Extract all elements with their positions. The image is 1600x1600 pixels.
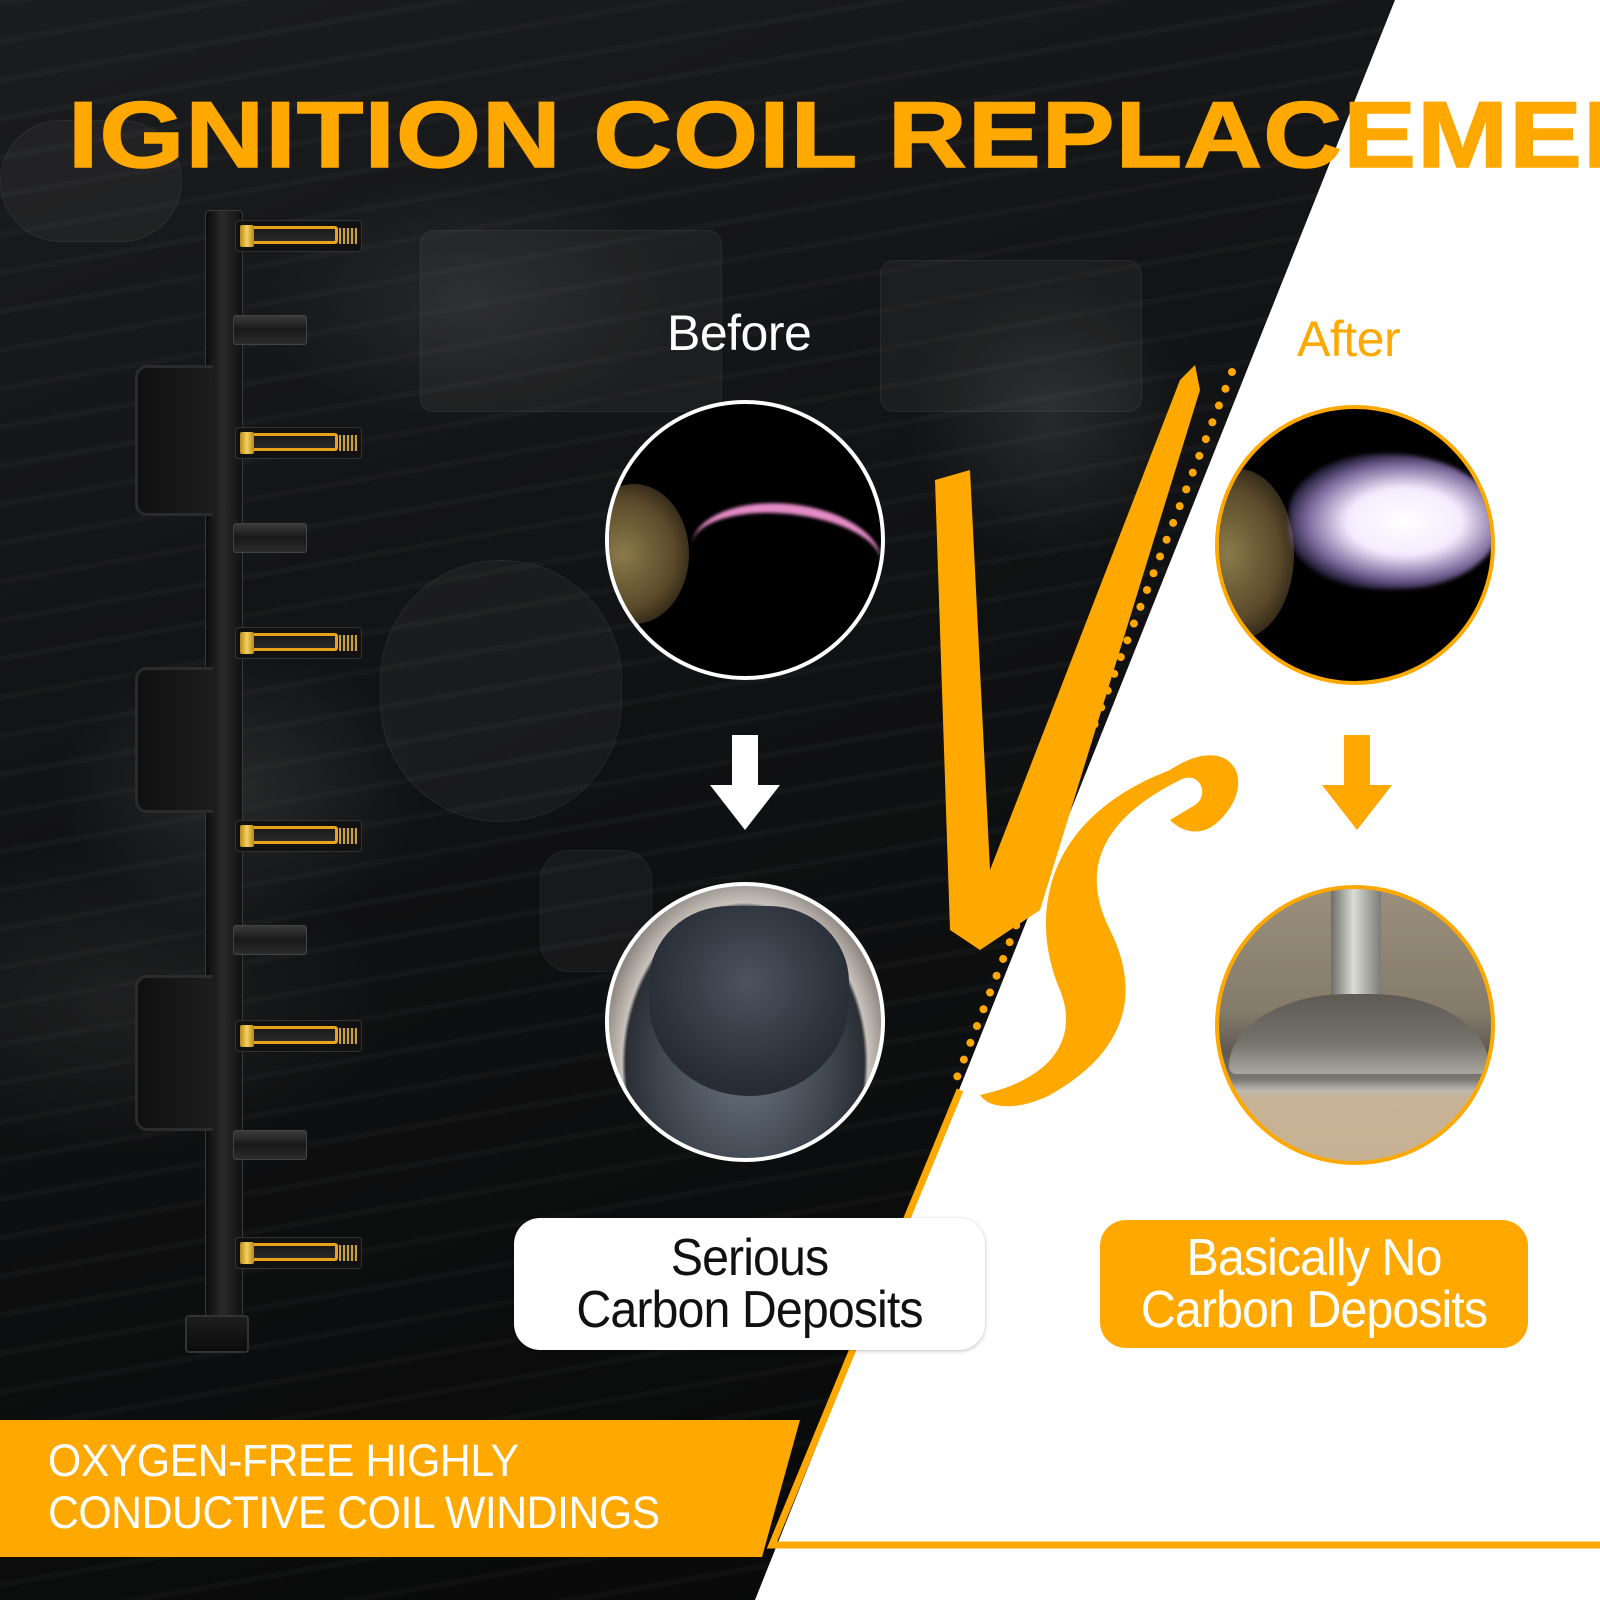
coil-boot-plain — [233, 523, 307, 553]
intake-manifold-shape — [380, 560, 622, 822]
strong-spark-photo — [1215, 405, 1495, 685]
coil-boot-gold — [235, 1020, 362, 1052]
engine-cover-shape — [420, 230, 722, 412]
valve-head — [1229, 994, 1489, 1074]
vs-letter-s — [980, 755, 1239, 1107]
vs-brush-mark — [935, 365, 1239, 1107]
carbon-deposit-pile — [649, 906, 849, 1096]
before-caption-badge: Serious Carbon Deposits — [514, 1218, 985, 1350]
feature-banner — [0, 1420, 800, 1557]
before-caption-line-1: Serious — [670, 1229, 829, 1287]
coil-boot-plain — [233, 1130, 307, 1160]
arrow-down-icon — [1322, 735, 1392, 830]
coil-boot-gold — [235, 427, 362, 459]
mounting-bracket — [135, 975, 213, 1131]
after-caption-line-1: Basically No — [1186, 1229, 1443, 1287]
before-label: Before — [667, 305, 812, 361]
mounting-bracket — [135, 365, 213, 516]
spark-plug-electrode — [609, 484, 689, 624]
ignition-coil-pack-image — [130, 205, 370, 1365]
coil-boot-gold — [235, 820, 362, 852]
coil-boot-plain — [233, 925, 307, 955]
page-title: IGNITION COIL REPLACEMENT — [67, 82, 1600, 187]
after-caption-badge: Basically No Carbon Deposits — [1100, 1220, 1528, 1348]
coil-boot-plain — [233, 315, 307, 345]
feature-banner-line-2: CONDUCTIVE COIL WINDINGS — [48, 1487, 660, 1538]
electrical-connector — [185, 1315, 249, 1353]
coil-boot-gold — [235, 1237, 362, 1269]
coil-boot-gold — [235, 220, 362, 252]
weak-spark — [691, 494, 881, 564]
feature-banner-line-1: OXYGEN-FREE HIGHLY — [48, 1435, 519, 1486]
carbon-deposits-photo — [605, 882, 885, 1162]
spark-plug-electrode — [1219, 469, 1294, 639]
after-label: After — [1297, 311, 1401, 367]
vs-letter-v — [935, 365, 1200, 950]
fluid-reservoir-shape — [0, 120, 182, 242]
weak-spark-photo — [605, 400, 885, 680]
before-caption-line-2: Carbon Deposits — [576, 1281, 923, 1339]
coil-boot-gold — [235, 627, 362, 659]
strong-spark — [1289, 454, 1491, 589]
arrow-down-icon — [710, 735, 780, 830]
mounting-bracket — [135, 667, 213, 813]
after-caption-line-2: Carbon Deposits — [1140, 1281, 1488, 1339]
clean-valve-photo — [1215, 885, 1495, 1165]
